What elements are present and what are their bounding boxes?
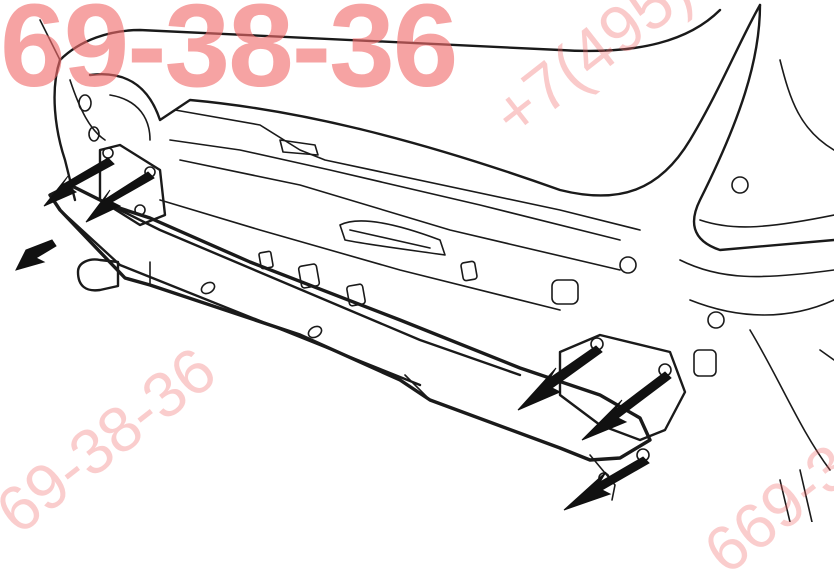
bumper-reinforcement-beam xyxy=(48,183,652,462)
rear-bumper-reinforcement-diagram xyxy=(15,3,834,522)
arrow-down-left-icon xyxy=(85,171,155,223)
removal-arrows xyxy=(15,157,672,511)
vehicle-rear-body-outline xyxy=(39,3,834,522)
arrow-down-left-icon xyxy=(563,456,650,511)
arrow-down-left-icon xyxy=(517,345,603,411)
arrow-down-left-icon xyxy=(15,239,57,271)
arrow-down-left-icon xyxy=(581,371,672,441)
arrow-down-left-icon xyxy=(43,157,115,207)
